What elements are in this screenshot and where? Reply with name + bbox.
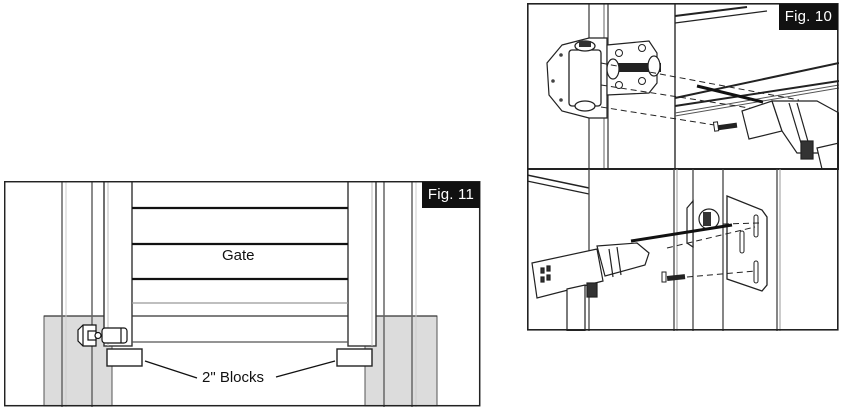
gate-illustration	[4, 181, 481, 407]
drill-icon	[696, 84, 839, 170]
screw-icon	[661, 271, 686, 283]
figure-10-border	[527, 3, 839, 331]
figure-11-border	[4, 181, 481, 407]
block-right	[336, 348, 373, 367]
gate-left-stile	[103, 181, 133, 347]
figure-10-label: Fig. 10	[778, 4, 838, 30]
ground-right	[364, 315, 438, 407]
gate-label: Gate	[222, 247, 255, 264]
latch-icon	[77, 324, 128, 347]
figure-10-panel: Fig. 10	[527, 3, 839, 331]
step-1-illustration	[546, 3, 839, 170]
blocks-label: 2" Blocks	[202, 369, 265, 386]
block-left	[106, 348, 143, 367]
drill-bit	[630, 223, 733, 243]
gate-right-stile	[347, 181, 377, 347]
figure-11-label: Fig. 11	[421, 182, 480, 208]
hinge-illustration	[527, 3, 839, 331]
step-2-illustration	[527, 169, 781, 331]
callout-leader	[144, 360, 198, 379]
callout-leader	[275, 360, 336, 378]
figure-11-panel: Fig. 11 Gate 2" Blocks	[4, 181, 481, 407]
screw-icon	[712, 121, 738, 132]
drill-icon	[531, 242, 650, 331]
